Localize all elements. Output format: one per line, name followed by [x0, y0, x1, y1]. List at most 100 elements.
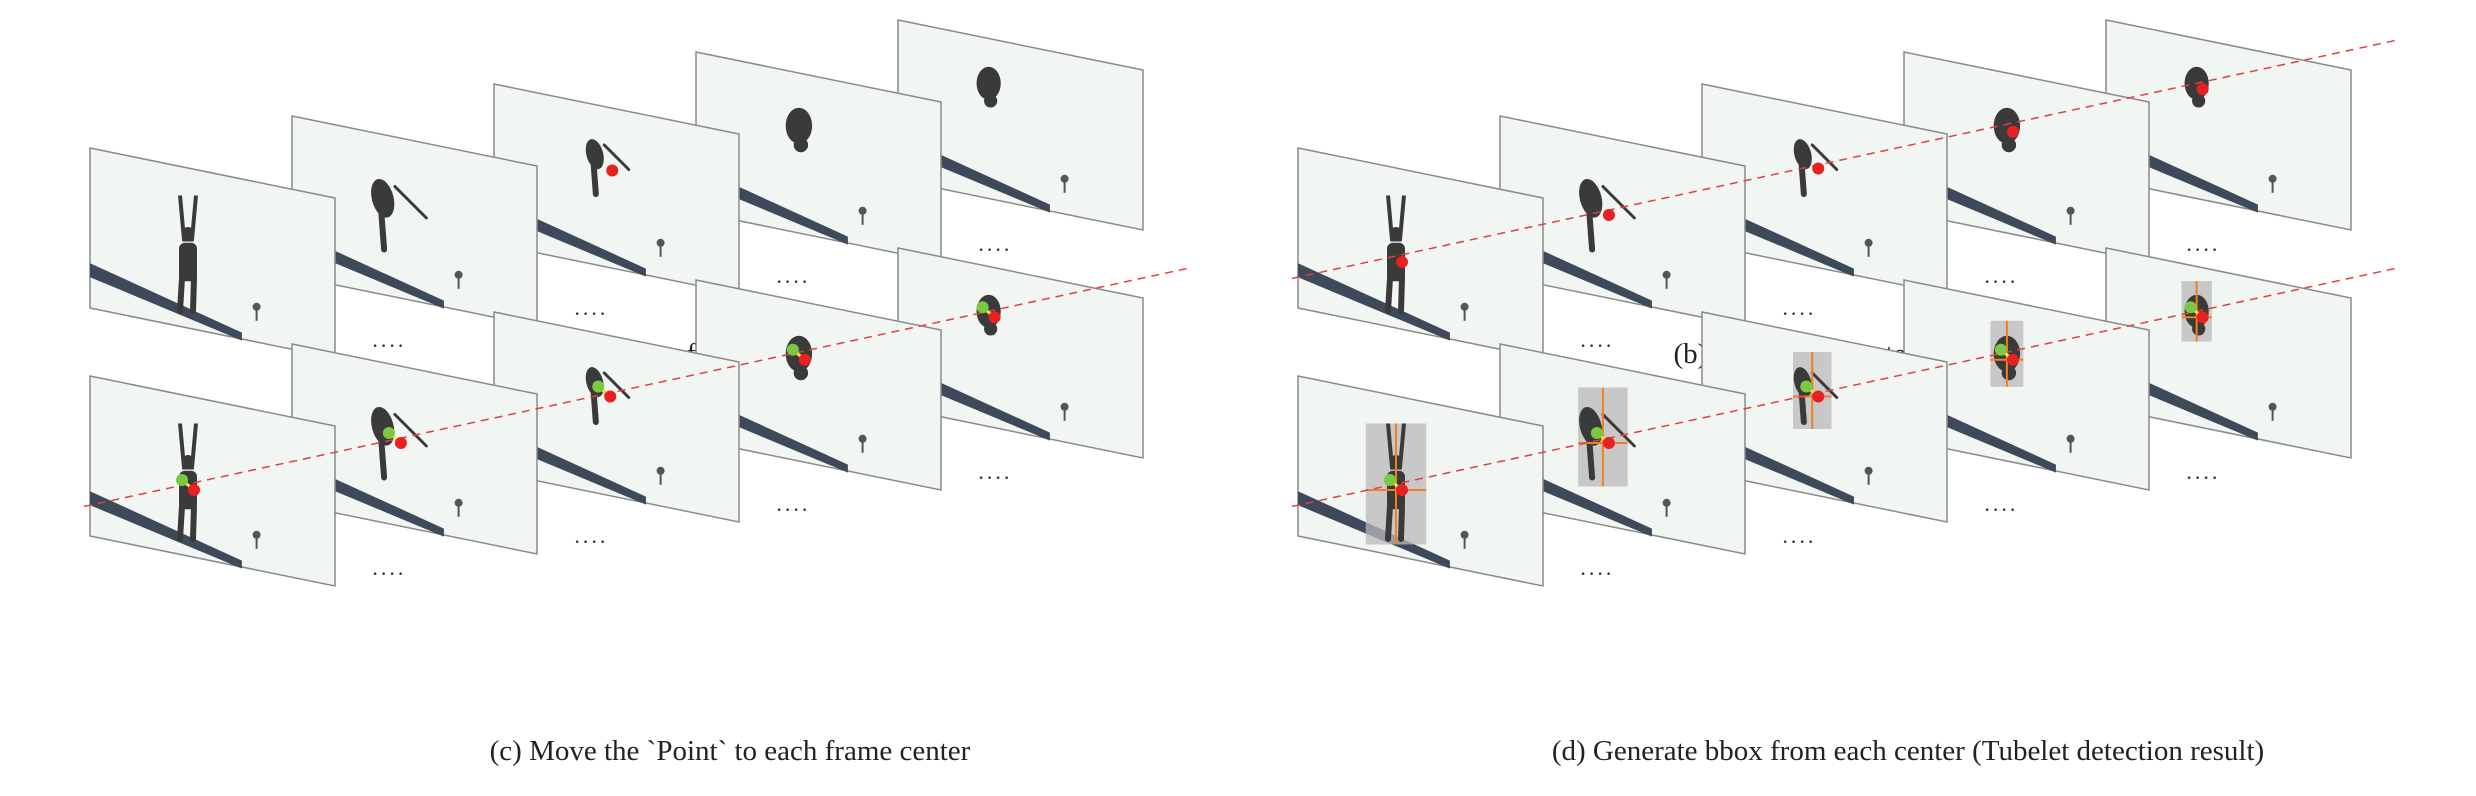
- diver-legs: [1586, 438, 1596, 481]
- diver-head: [2192, 322, 2206, 336]
- frame: [89, 375, 336, 587]
- board-post-knob: [2268, 174, 2277, 183]
- moved-point-marker: [1384, 474, 1396, 486]
- board-post-knob: [858, 434, 867, 443]
- board-post-knob: [2066, 434, 2075, 443]
- key-center-marker: [394, 437, 407, 449]
- key-center-marker: [188, 484, 200, 496]
- diver-legs: [1385, 275, 1405, 314]
- diver-legs: [378, 210, 388, 253]
- diver-arms: [1601, 185, 1636, 220]
- board-post-knob: [1864, 466, 1873, 475]
- guide-line: [83, 267, 1189, 508]
- key-center-marker: [798, 353, 811, 366]
- frame-gap-dots: ....: [2186, 231, 2220, 256]
- frame-gap-dots: ....: [574, 295, 608, 320]
- diver-arms: [602, 371, 631, 399]
- frame-gap-dots: ....: [1782, 523, 1816, 548]
- diver-torso: [1579, 178, 1603, 218]
- moved-point-marker: [176, 474, 188, 486]
- frame-gap-dots: ....: [1580, 555, 1614, 580]
- panel-d: ................ (d) Generate bbox from e…: [1291, 247, 2397, 767]
- board-post-knob: [656, 238, 665, 247]
- frame-gap-dots: ....: [372, 327, 406, 352]
- key-center-marker: [1812, 390, 1825, 403]
- diver-arms: [1601, 413, 1636, 448]
- guide-line: [1291, 267, 2397, 508]
- diver-head: [182, 227, 194, 241]
- diver-torso: [1793, 139, 1812, 170]
- frame: [1297, 147, 1544, 359]
- diver-head: [2192, 94, 2206, 108]
- board-post-knob: [1460, 302, 1469, 311]
- board-post-knob: [1460, 530, 1469, 539]
- board-post-knob: [1060, 174, 1069, 183]
- diver-torso: [179, 242, 197, 282]
- diver-head: [984, 94, 998, 108]
- key-center-marker: [604, 390, 617, 403]
- frame-surface: [89, 375, 336, 587]
- diver-legs: [177, 275, 197, 314]
- diver-head: [1390, 227, 1402, 241]
- key-center-marker: [2196, 311, 2209, 324]
- diver-torso: [585, 139, 604, 170]
- panel-caption: (d) Generate bbox from each center (Tube…: [1552, 735, 2264, 767]
- moved-point-marker: [592, 380, 605, 393]
- key-center-marker: [988, 311, 1001, 324]
- key-center-marker: [1396, 484, 1408, 496]
- diver-body: [785, 107, 813, 144]
- frame-gap-dots: ....: [1984, 491, 2018, 516]
- board-post-knob: [454, 270, 463, 279]
- moved-point-marker: [976, 301, 989, 314]
- diver-arms: [1810, 143, 1839, 171]
- frame-gap-dots: ....: [776, 263, 810, 288]
- frame: [89, 147, 336, 359]
- diver-legs: [1586, 210, 1596, 253]
- diver-arms: [602, 143, 631, 171]
- frame: [493, 311, 740, 523]
- diver-head: [984, 322, 998, 336]
- diver-head: [793, 365, 809, 381]
- diving-board: [90, 491, 242, 569]
- board-post-knob: [2066, 206, 2075, 215]
- frame-center-marker: [2006, 125, 2019, 138]
- moved-point-marker: [786, 343, 799, 356]
- moved-point-marker: [1800, 380, 1813, 393]
- diver-torso: [371, 178, 395, 218]
- diver-head: [182, 455, 194, 469]
- frame-gap-dots: ....: [978, 459, 1012, 484]
- frame-gap-dots: ....: [978, 231, 1012, 256]
- diver-legs: [590, 163, 599, 197]
- diver-arms: [393, 413, 428, 448]
- key-center-marker: [2006, 353, 2019, 366]
- board-post-knob: [2268, 402, 2277, 411]
- panel-a: ................(a) Key frame center: [89, 19, 1144, 370]
- board-post-knob: [252, 302, 261, 311]
- diver-head: [793, 137, 809, 153]
- diver-head: [2001, 137, 2017, 153]
- frame-center-marker: [1602, 209, 1615, 221]
- frame-center-marker: [1812, 162, 1825, 175]
- board-post-knob: [1662, 498, 1671, 507]
- guide-line: [1291, 39, 2397, 280]
- frame-gap-dots: ....: [574, 523, 608, 548]
- diver-legs: [1798, 391, 1807, 425]
- board-post-knob: [252, 530, 261, 539]
- diver-legs: [177, 503, 197, 542]
- board-post-knob: [1060, 402, 1069, 411]
- frame-gap-dots: ....: [1782, 295, 1816, 320]
- frame-center-marker: [1396, 256, 1408, 268]
- frame-gap-dots: ....: [1984, 263, 2018, 288]
- frame: [1297, 375, 1544, 587]
- diver-legs: [1798, 163, 1807, 197]
- board-post-knob: [454, 498, 463, 507]
- key-center-marker: [1602, 437, 1615, 449]
- board-post-knob: [858, 206, 867, 215]
- diver-legs: [590, 391, 599, 425]
- frame-gap-dots: ....: [2186, 459, 2220, 484]
- frame-gap-dots: ....: [1580, 327, 1614, 352]
- moved-point-marker: [2184, 301, 2197, 314]
- board-post-knob: [656, 466, 665, 475]
- diver-arms: [393, 185, 428, 220]
